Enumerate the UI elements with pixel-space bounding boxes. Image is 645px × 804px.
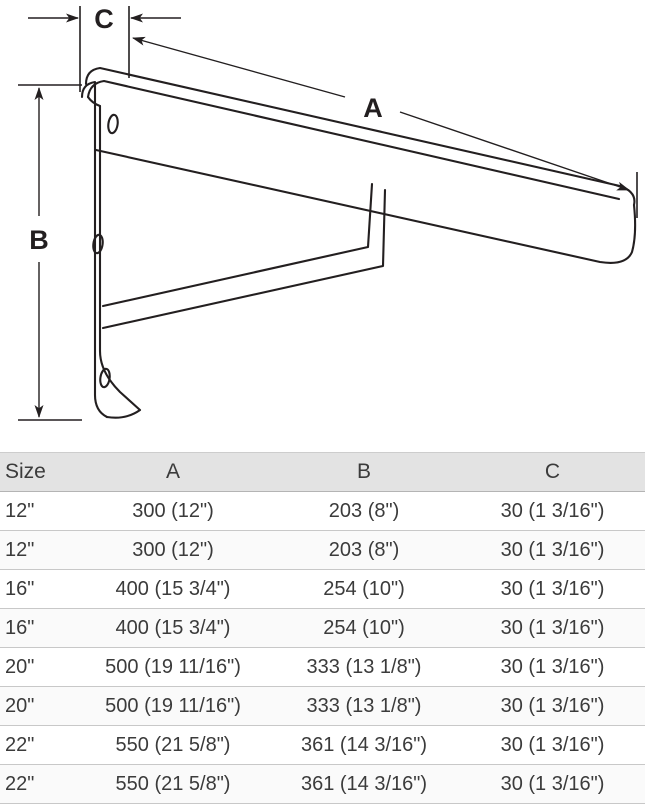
arm-top-edge bbox=[84, 66, 636, 207]
cell-b: 333 (13 1/8") bbox=[268, 686, 460, 726]
cell-b: 361 (14 3/16") bbox=[268, 764, 460, 804]
bracket-body bbox=[80, 66, 637, 419]
dimension-a-leader-right bbox=[399, 111, 630, 191]
dimension-b: B bbox=[18, 84, 82, 421]
arm-fold-edge bbox=[86, 79, 621, 201]
cell-size: 12" bbox=[0, 491, 78, 531]
arm-bottom-edge bbox=[94, 148, 637, 264]
table-row: 12"300 (12")203 (8")30 (1 3/16") bbox=[0, 530, 645, 570]
brace-lower-edge bbox=[101, 188, 387, 330]
cell-size: 12" bbox=[0, 530, 78, 570]
specification-table: Size A B C 12"300 (12")203 (8")30 (1 3/1… bbox=[0, 452, 645, 804]
cell-c: 30 (1 3/16") bbox=[460, 647, 645, 687]
cell-b: 254 (10") bbox=[268, 569, 460, 609]
cell-b: 254 (10") bbox=[268, 608, 460, 648]
cell-a: 500 (19 11/16") bbox=[78, 647, 268, 687]
dimension-label-b: B bbox=[29, 225, 49, 255]
mounting-hole-top bbox=[107, 113, 119, 135]
cell-c: 30 (1 3/16") bbox=[460, 764, 645, 804]
cell-size: 16" bbox=[0, 569, 78, 609]
column-header-b: B bbox=[268, 452, 460, 492]
table-row: 16"400 (15 3/4")254 (10")30 (1 3/16") bbox=[0, 569, 645, 609]
cell-size: 22" bbox=[0, 764, 78, 804]
mounting-hole-bottom bbox=[99, 367, 111, 389]
cell-size: 16" bbox=[0, 608, 78, 648]
cell-a: 500 (19 11/16") bbox=[78, 686, 268, 726]
table-body: 12"300 (12")203 (8")30 (1 3/16")12"300 (… bbox=[0, 491, 645, 804]
column-header-a: A bbox=[78, 452, 268, 492]
cell-a: 400 (15 3/4") bbox=[78, 569, 268, 609]
cell-c: 30 (1 3/16") bbox=[460, 686, 645, 726]
cell-b: 333 (13 1/8") bbox=[268, 647, 460, 687]
table-header: Size A B C bbox=[0, 452, 645, 492]
cell-b: 203 (8") bbox=[268, 530, 460, 570]
cell-a: 400 (15 3/4") bbox=[78, 608, 268, 648]
cell-a: 550 (21 5/8") bbox=[78, 725, 268, 765]
table-header-row: Size A B C bbox=[0, 452, 645, 492]
cell-size: 20" bbox=[0, 686, 78, 726]
cell-c: 30 (1 3/16") bbox=[460, 491, 645, 531]
wall-plate-top-fold bbox=[86, 95, 102, 108]
cell-a: 550 (21 5/8") bbox=[78, 764, 268, 804]
dimension-label-a: A bbox=[363, 93, 383, 123]
table-row: 12"300 (12")203 (8")30 (1 3/16") bbox=[0, 491, 645, 531]
table-row: 20"500 (19 11/16")333 (13 1/8")30 (1 3/1… bbox=[0, 686, 645, 726]
column-header-c: C bbox=[460, 452, 645, 492]
cell-size: 22" bbox=[0, 725, 78, 765]
cell-a: 300 (12") bbox=[78, 491, 268, 531]
bracket-diagram: C A B bbox=[18, 4, 638, 421]
cell-b: 203 (8") bbox=[268, 491, 460, 531]
table-row: 22"550 (21 5/8")361 (14 3/16")30 (1 3/16… bbox=[0, 764, 645, 804]
dimension-c: C bbox=[28, 4, 181, 92]
dimension-label-c: C bbox=[94, 4, 114, 34]
table-row: 16"400 (15 3/4")254 (10")30 (1 3/16") bbox=[0, 608, 645, 648]
cell-c: 30 (1 3/16") bbox=[460, 725, 645, 765]
mounting-hole-middle bbox=[92, 233, 104, 255]
bracket-diagram-svg: C A B bbox=[18, 4, 638, 421]
brace-upper-edge bbox=[101, 182, 374, 308]
dimension-a: A bbox=[132, 36, 638, 218]
table-row: 22"550 (21 5/8")361 (14 3/16")30 (1 3/16… bbox=[0, 725, 645, 765]
wall-plate-inner-edge bbox=[98, 104, 142, 419]
cell-c: 30 (1 3/16") bbox=[460, 530, 645, 570]
cell-a: 300 (12") bbox=[78, 530, 268, 570]
cell-b: 361 (14 3/16") bbox=[268, 725, 460, 765]
cell-size: 20" bbox=[0, 647, 78, 687]
cell-c: 30 (1 3/16") bbox=[460, 569, 645, 609]
table-row: 20"500 (19 11/16")333 (13 1/8")30 (1 3/1… bbox=[0, 647, 645, 687]
column-header-size: Size bbox=[0, 452, 78, 492]
dimension-a-leader-left bbox=[132, 36, 346, 98]
cell-c: 30 (1 3/16") bbox=[460, 608, 645, 648]
